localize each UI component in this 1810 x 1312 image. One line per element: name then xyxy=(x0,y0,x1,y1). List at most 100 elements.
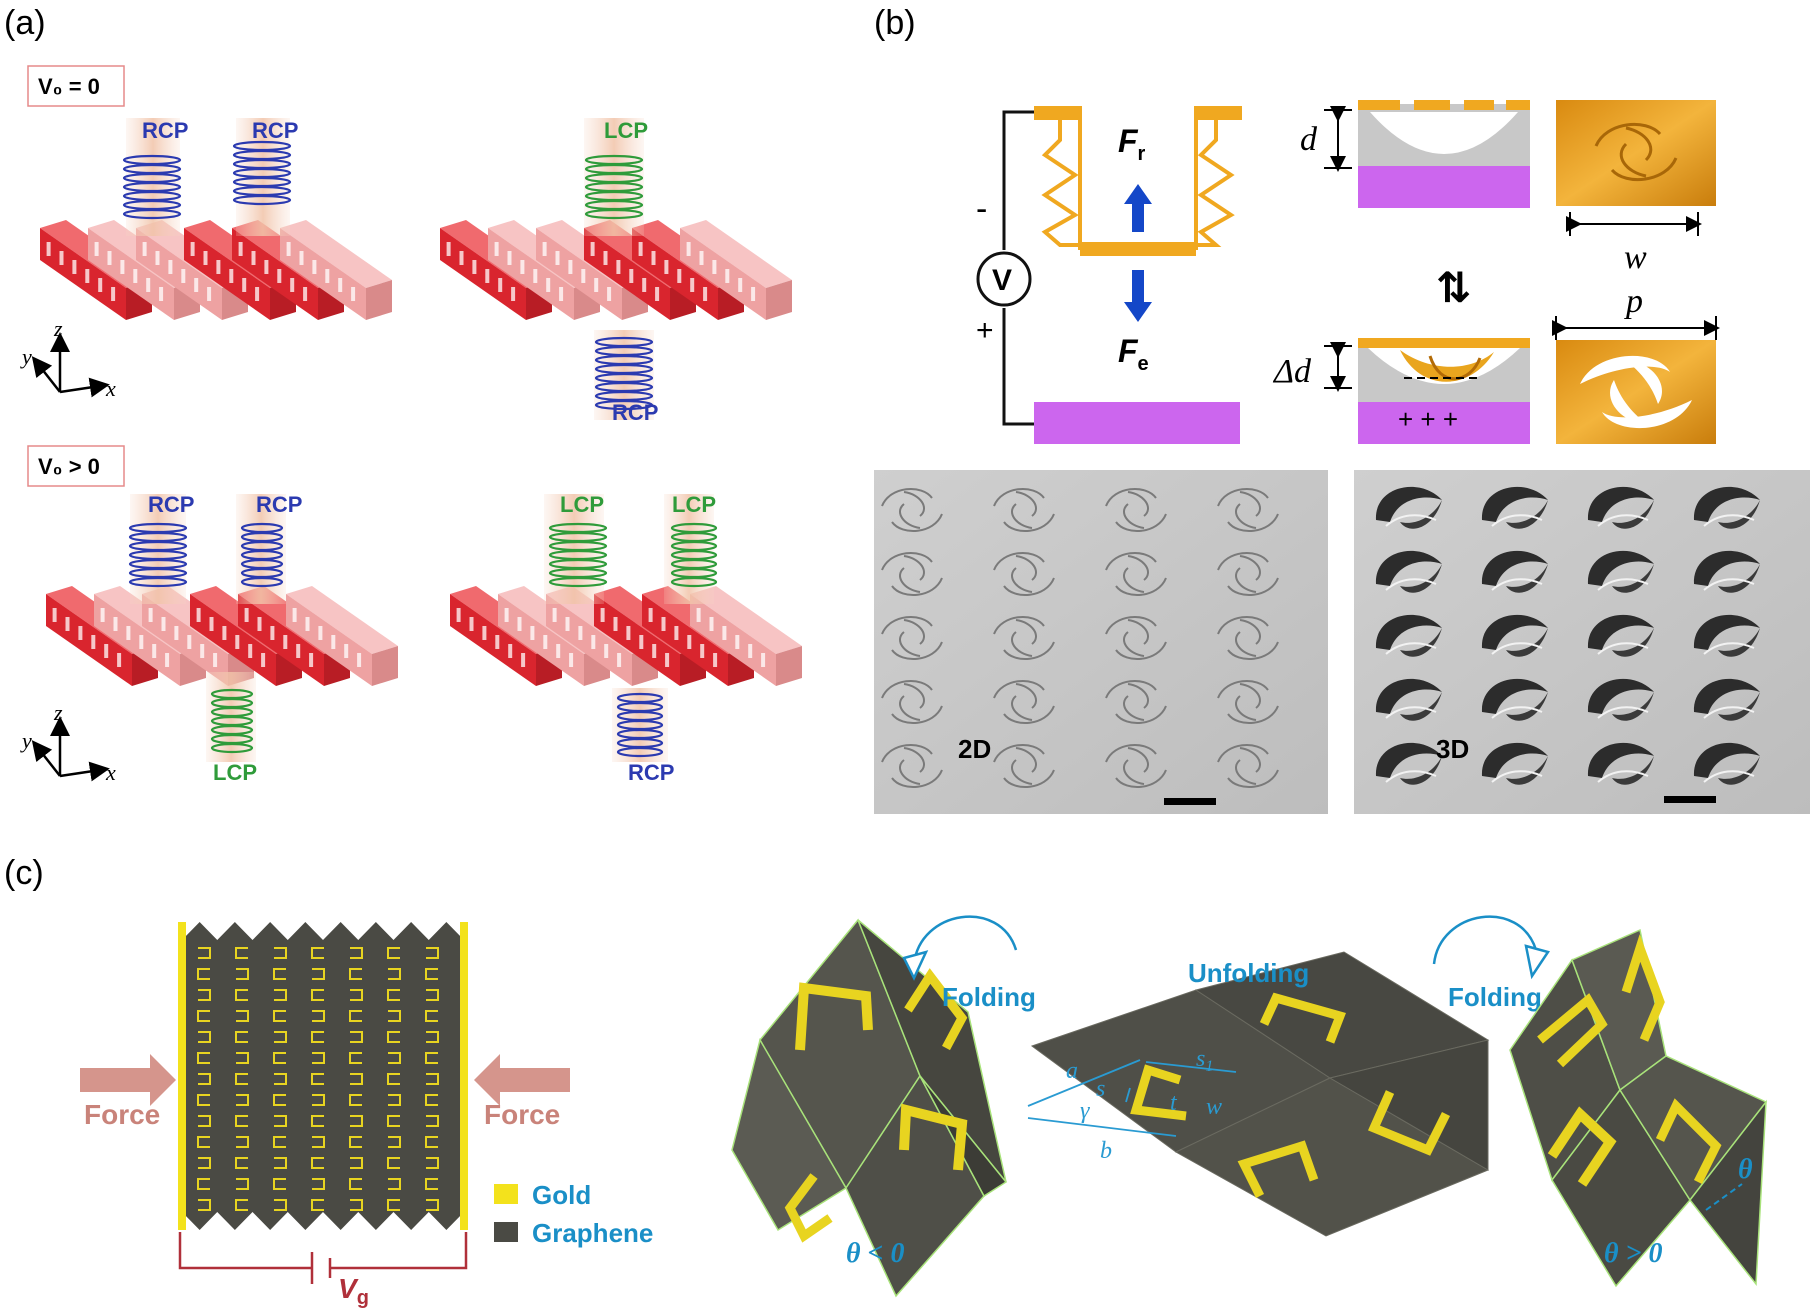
split-ring xyxy=(274,1115,287,1127)
rod-array-top-left xyxy=(40,220,392,320)
folding-left-label: Folding xyxy=(942,982,1036,1012)
sem-2d-cell xyxy=(881,615,943,661)
param-gamma: γ xyxy=(1080,1098,1090,1124)
split-ring xyxy=(425,1136,438,1148)
split-ring xyxy=(349,1010,362,1022)
p-label: p xyxy=(1624,283,1643,320)
axis-triad-top xyxy=(31,332,110,398)
split-ring xyxy=(274,989,287,1001)
param-b: b xyxy=(1100,1138,1112,1164)
sem-3d-cell xyxy=(1587,614,1654,657)
split-ring xyxy=(349,1094,362,1106)
force-arrows xyxy=(1124,184,1152,322)
split-ring xyxy=(236,1136,249,1148)
split-ring xyxy=(198,1199,211,1211)
lcp-label-2: LCP xyxy=(213,760,257,785)
split-ring xyxy=(312,1010,325,1022)
split-ring xyxy=(388,1052,401,1064)
charges: + + + xyxy=(1398,404,1458,434)
param-t: t xyxy=(1170,1090,1178,1116)
sem-3d-cell xyxy=(1375,486,1442,529)
folding-arrow-right-head xyxy=(1524,944,1551,980)
split-ring xyxy=(426,989,439,1001)
helix xyxy=(232,140,292,206)
split-ring xyxy=(197,1136,210,1148)
legend-gold-label: Gold xyxy=(532,1180,591,1210)
graphene-sheet xyxy=(178,922,468,1230)
split-ring xyxy=(312,968,325,980)
sem-3d-cell xyxy=(1375,742,1442,785)
rcp-label-1: RCP xyxy=(142,118,188,143)
split-ring xyxy=(197,1010,210,1022)
sem-3d-cell xyxy=(1481,678,1548,721)
dim-delta-d xyxy=(1324,342,1352,392)
unfolding-label: Unfolding xyxy=(1188,958,1309,988)
equilibrium-arrows: ⇅ xyxy=(1436,263,1471,312)
helix xyxy=(616,692,664,758)
sem-3d-cell xyxy=(1693,486,1760,529)
split-ring xyxy=(350,1031,363,1043)
panel-b: (b) V - + Fr Fe xyxy=(874,4,1810,814)
param-a: a xyxy=(1066,1058,1078,1084)
condition-top-text: V₀ = 0 xyxy=(38,74,100,99)
split-ring xyxy=(388,1094,401,1106)
sem-3d-cell xyxy=(1587,550,1654,593)
sem-3d-cell xyxy=(1587,486,1654,529)
theta-label: θ xyxy=(1738,1154,1753,1185)
condition-box-bottom: V₀ > 0 xyxy=(27,445,125,487)
split-ring xyxy=(274,1031,287,1043)
axis-y-bottom: y xyxy=(20,728,32,753)
sem-2d-pattern xyxy=(881,487,1279,789)
arrow-down xyxy=(1124,270,1152,322)
split-ring xyxy=(387,1073,400,1085)
rod xyxy=(680,220,792,320)
split-ring xyxy=(349,968,362,980)
split-ring xyxy=(349,1136,362,1148)
gold-electrode-right xyxy=(460,922,468,1230)
sem-2d-cell xyxy=(1105,487,1167,533)
split-ring xyxy=(273,1052,286,1064)
split-ring xyxy=(426,1073,439,1085)
sem-2d-cell xyxy=(881,743,943,789)
lcp-label-3: LCP xyxy=(560,492,604,517)
sem-2d-cell xyxy=(881,679,943,725)
split-ring xyxy=(312,1094,325,1106)
axis-x-top: x xyxy=(105,376,116,401)
sem-2d-cell xyxy=(1105,679,1167,725)
helix xyxy=(240,522,284,588)
dim-p xyxy=(1552,316,1720,340)
sem-2d-cell xyxy=(1217,679,1279,725)
split-ring xyxy=(274,1073,287,1085)
legend-gold-swatch xyxy=(494,1184,518,1204)
split-ring xyxy=(198,1115,211,1127)
spring-right xyxy=(1196,120,1235,247)
split-ring-pattern xyxy=(197,947,439,1211)
split-ring xyxy=(236,1010,249,1022)
dim-d xyxy=(1324,106,1352,172)
split-ring xyxy=(425,1052,438,1064)
axis-y-top: y xyxy=(20,344,32,369)
force-r-label: Fr xyxy=(1118,123,1146,165)
rcp-label-5: RCP xyxy=(256,492,302,517)
split-ring xyxy=(235,989,248,1001)
sem-2d-cell xyxy=(993,487,1055,533)
sem-2d-label: 2D xyxy=(958,734,991,764)
sem-image-2d xyxy=(874,470,1328,814)
helix xyxy=(584,154,644,220)
sem-2d-cell xyxy=(881,551,943,597)
rcp-label-3: RCP xyxy=(612,400,658,425)
helix xyxy=(210,688,254,754)
sem-3d-cell xyxy=(1587,742,1654,785)
minus-sign: - xyxy=(976,190,987,228)
rod xyxy=(286,586,398,686)
scale-bar-3d xyxy=(1664,796,1716,803)
sem-3d-cell xyxy=(1693,742,1760,785)
split-ring xyxy=(274,1157,287,1169)
split-ring xyxy=(235,1115,248,1127)
split-ring xyxy=(426,1115,439,1127)
delta-d-label: Δd xyxy=(1272,353,1312,390)
axis-z-top: z xyxy=(53,316,63,341)
condition-box-top: V₀ = 0 xyxy=(27,65,125,107)
split-ring xyxy=(350,989,363,1001)
